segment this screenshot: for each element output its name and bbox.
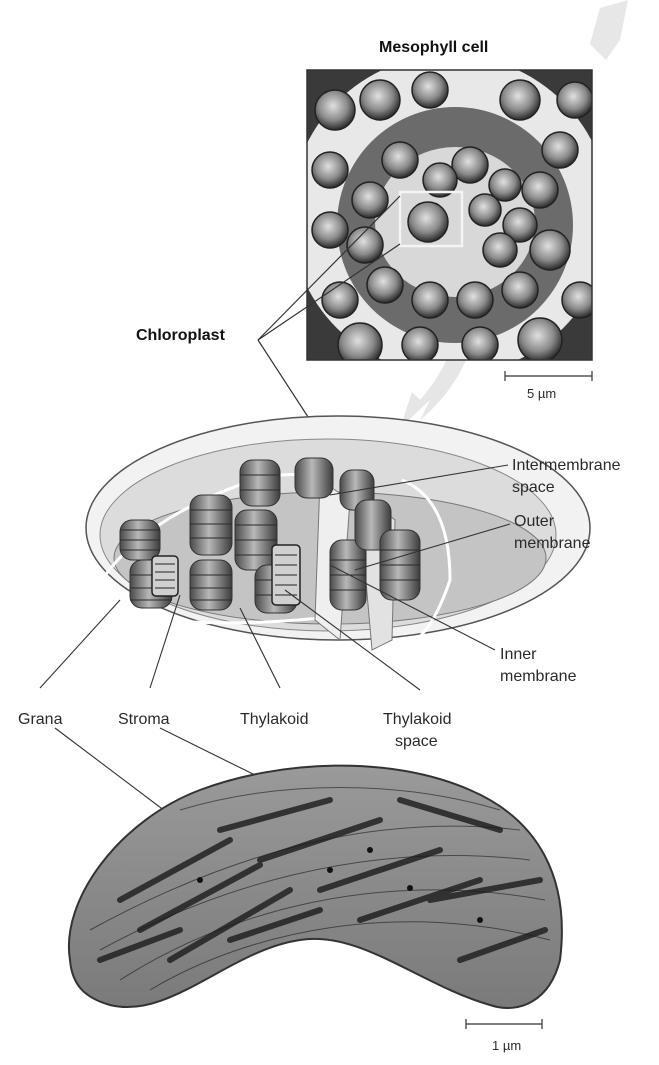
mesophyll-cell-title: Mesophyll cell bbox=[379, 38, 488, 57]
mesophyll-micrograph bbox=[290, 55, 610, 375]
chloroplast-diagram bbox=[86, 416, 590, 650]
label-inner-1: Inner bbox=[500, 645, 536, 664]
label-grana: Grana bbox=[18, 710, 62, 729]
label-intermembrane-2: space bbox=[512, 478, 555, 497]
label-outer-2: membrane bbox=[514, 534, 590, 553]
scale-bar-top bbox=[505, 371, 592, 381]
scale-bar-bottom bbox=[466, 1019, 542, 1029]
label-outer-1: Outer bbox=[514, 512, 554, 531]
label-intermembrane-1: Intermembrane bbox=[512, 456, 621, 475]
label-thylakoid-space-1: Thylakoid bbox=[383, 710, 451, 729]
chloroplast-electron-micrograph bbox=[69, 766, 562, 1008]
label-inner-2: membrane bbox=[500, 667, 576, 686]
scale-label-bottom: 1 µm bbox=[492, 1036, 521, 1055]
label-stroma: Stroma bbox=[118, 710, 170, 729]
scale-label-top: 5 µm bbox=[527, 384, 556, 403]
label-thylakoid-space-2: space bbox=[395, 732, 438, 751]
decorative-arrow-top bbox=[590, 0, 628, 60]
label-thylakoid: Thylakoid bbox=[240, 710, 308, 729]
chloroplast-title: Chloroplast bbox=[136, 326, 225, 345]
